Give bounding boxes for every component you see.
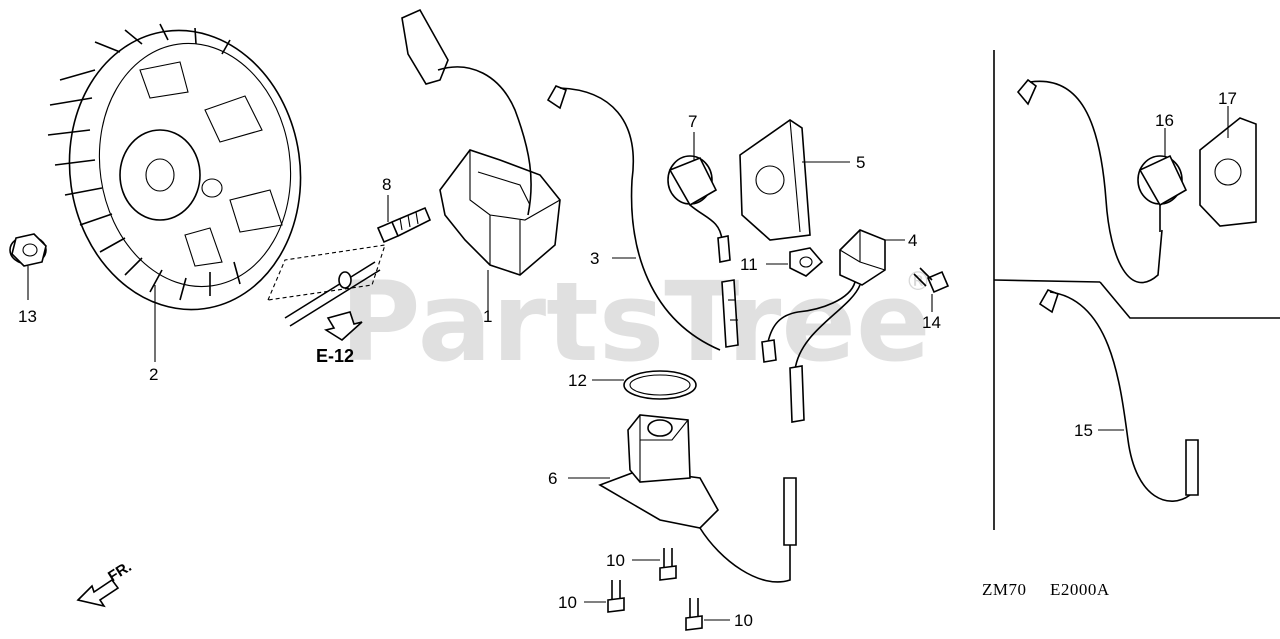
callout-10-a[interactable]: 10 — [606, 551, 625, 570]
part-10-bolt-b[interactable] — [607, 580, 625, 613]
part-12-o-ring[interactable] — [623, 370, 697, 400]
part-17-bracket[interactable] — [1199, 117, 1257, 227]
part-16-switch[interactable] — [1016, 78, 1188, 284]
callout-8[interactable]: 8 — [382, 175, 391, 194]
part-15-lead-wire[interactable] — [1038, 288, 1199, 502]
part-13-flange-nut[interactable] — [9, 233, 47, 267]
stud-assembly — [267, 244, 386, 327]
callout-4[interactable]: 4 — [908, 231, 917, 250]
callout-5[interactable]: 5 — [856, 153, 865, 172]
diagram-code: E2000A — [1050, 580, 1110, 599]
callout-17[interactable]: 17 — [1218, 89, 1237, 108]
watermark: PartsTree — [340, 258, 931, 386]
callout-16[interactable]: 16 — [1155, 111, 1174, 130]
front-direction-indicator: FR. — [76, 558, 135, 608]
model-code: ZM70 — [982, 580, 1027, 599]
part-8-flange-bolt[interactable] — [376, 206, 432, 244]
part-1-ignition-coil[interactable] — [401, 8, 561, 276]
callout-13[interactable]: 13 — [18, 307, 37, 326]
part-10-bolt-a[interactable] — [659, 548, 677, 581]
part-6-oil-alert[interactable] — [598, 414, 797, 583]
reference-label: E-12 — [316, 346, 354, 366]
callout-12[interactable]: 12 — [568, 371, 587, 390]
callout-11[interactable]: 11 — [740, 255, 758, 274]
callout-10-c[interactable]: 10 — [734, 611, 753, 630]
variant-box — [993, 50, 1280, 530]
callout-14[interactable]: 14 — [922, 313, 941, 332]
part-3-lead-wire[interactable] — [546, 84, 739, 351]
callout-2[interactable]: 2 — [149, 365, 158, 384]
part-7-switch[interactable] — [667, 155, 731, 263]
callout-1[interactable]: 1 — [483, 307, 492, 326]
part-5-bracket[interactable] — [739, 119, 811, 241]
part-11-clamp[interactable] — [789, 247, 824, 277]
part-2-flywheel[interactable] — [47, 15, 318, 324]
callout-3[interactable]: 3 — [590, 249, 599, 268]
callout-6[interactable]: 6 — [548, 469, 557, 488]
part-10-bolt-c[interactable] — [685, 598, 703, 631]
part-14-bolt[interactable] — [913, 267, 950, 294]
reference-arrow[interactable]: E-12 — [316, 311, 363, 366]
part-4-condenser[interactable] — [761, 229, 886, 423]
callout-7[interactable]: 7 — [688, 112, 697, 131]
callout-10-b[interactable]: 10 — [558, 593, 577, 612]
callout-15[interactable]: 15 — [1074, 421, 1093, 440]
watermark-mark: ® — [905, 267, 931, 297]
